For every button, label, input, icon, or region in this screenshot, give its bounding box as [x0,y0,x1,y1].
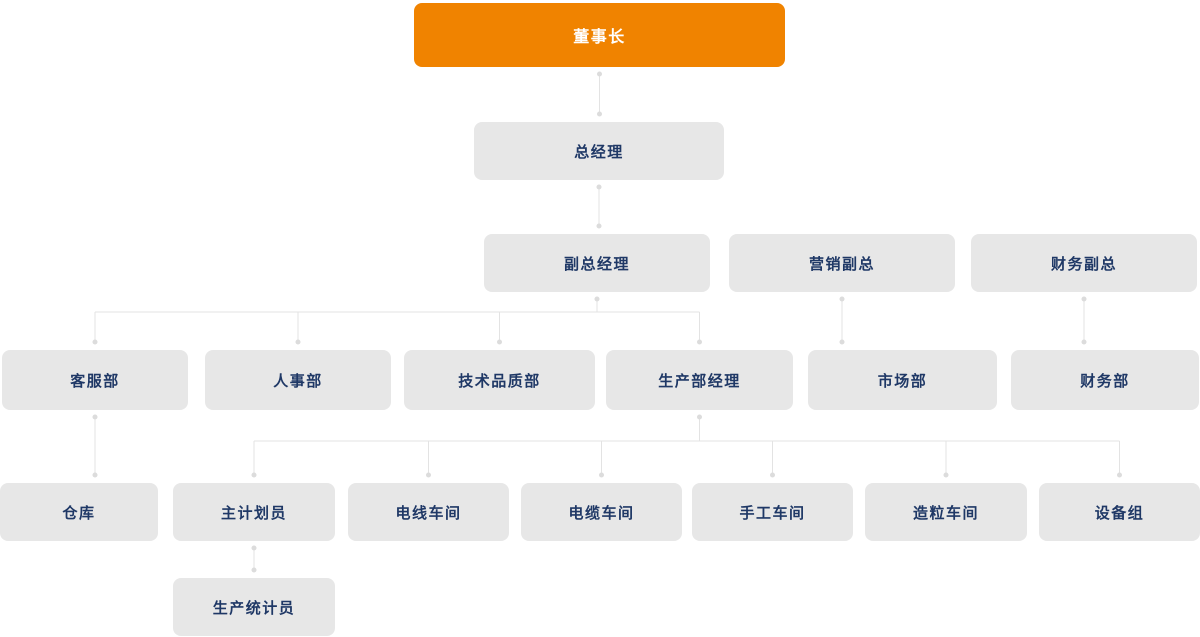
org-node-tech-quality[interactable]: 技术品质部 [404,350,595,410]
org-node-label: 总经理 [574,143,624,161]
org-node-finance-dept[interactable]: 财务部 [1011,350,1199,410]
org-node-production-statistician[interactable]: 生产统计员 [173,578,335,636]
connector-dot [1081,339,1087,345]
connector-dot [596,184,602,190]
org-node-label: 造粒车间 [912,504,979,522]
org-node-production-manager[interactable]: 生产部经理 [606,350,793,410]
org-node-label: 仓库 [62,504,96,522]
connector-dot [251,567,257,573]
connector-dot [839,296,845,302]
org-node-label: 设备组 [1094,504,1145,522]
connector-dot [426,472,431,478]
org-node-label: 营销副总 [808,255,875,273]
connector-dot [92,339,98,345]
org-node-label: 人事部 [273,372,323,390]
org-node-label: 手工车间 [739,504,806,522]
org-node-cable-workshop[interactable]: 电缆车间 [521,483,682,541]
org-node-market-dept[interactable]: 市场部 [808,350,997,410]
org-node-manual-workshop[interactable]: 手工车间 [692,483,853,541]
connector-dot [295,339,301,345]
connector-dot [497,339,502,345]
org-node-equipment-group[interactable]: 设备组 [1039,483,1200,541]
org-node-label: 电线车间 [395,504,462,522]
connector-dot [697,414,702,420]
connector-dot [92,472,98,478]
connector-dot [251,545,257,551]
org-node-label: 副总经理 [563,255,630,273]
org-node-label: 主计划员 [220,504,287,522]
org-node-finance-vp[interactable]: 财务副总 [971,234,1197,292]
org-node-marketing-vp[interactable]: 营销副总 [729,234,955,292]
org-node-chairman[interactable]: 董事长 [414,3,785,67]
org-node-customer-service[interactable]: 客服部 [2,350,188,410]
org-node-label: 客服部 [70,372,120,390]
org-node-wire-workshop[interactable]: 电线车间 [348,483,509,541]
org-node-chief-planner[interactable]: 主计划员 [173,483,335,541]
org-node-label: 生产统计员 [212,599,296,617]
connector-dot [599,472,604,478]
connector-dot [839,339,845,345]
org-node-warehouse[interactable]: 仓库 [0,483,158,541]
connector-dot [597,111,602,117]
connector-dot [1081,296,1087,302]
org-node-label: 生产部经理 [658,372,741,390]
org-node-label: 董事长 [573,29,626,46]
org-node-label: 财务部 [1080,372,1130,390]
connector-dot [594,296,600,302]
connector-dot [770,472,775,478]
org-node-label: 财务副总 [1050,255,1117,273]
org-node-deputy-gm[interactable]: 副总经理 [484,234,710,292]
org-node-label: 电缆车间 [568,504,635,522]
org-node-general-manager[interactable]: 总经理 [474,122,724,180]
connector-dot [697,339,702,345]
org-node-label: 技术品质部 [458,372,541,390]
connector-dot [251,472,257,478]
connector-dot [596,223,602,229]
org-node-hr[interactable]: 人事部 [205,350,391,410]
org-node-granulation-workshop[interactable]: 造粒车间 [865,483,1027,541]
connector-dot [92,414,98,420]
org-node-label: 市场部 [877,372,928,390]
connector-dot [1117,472,1122,478]
connector-dot [597,71,602,77]
connector-dot [943,472,949,478]
